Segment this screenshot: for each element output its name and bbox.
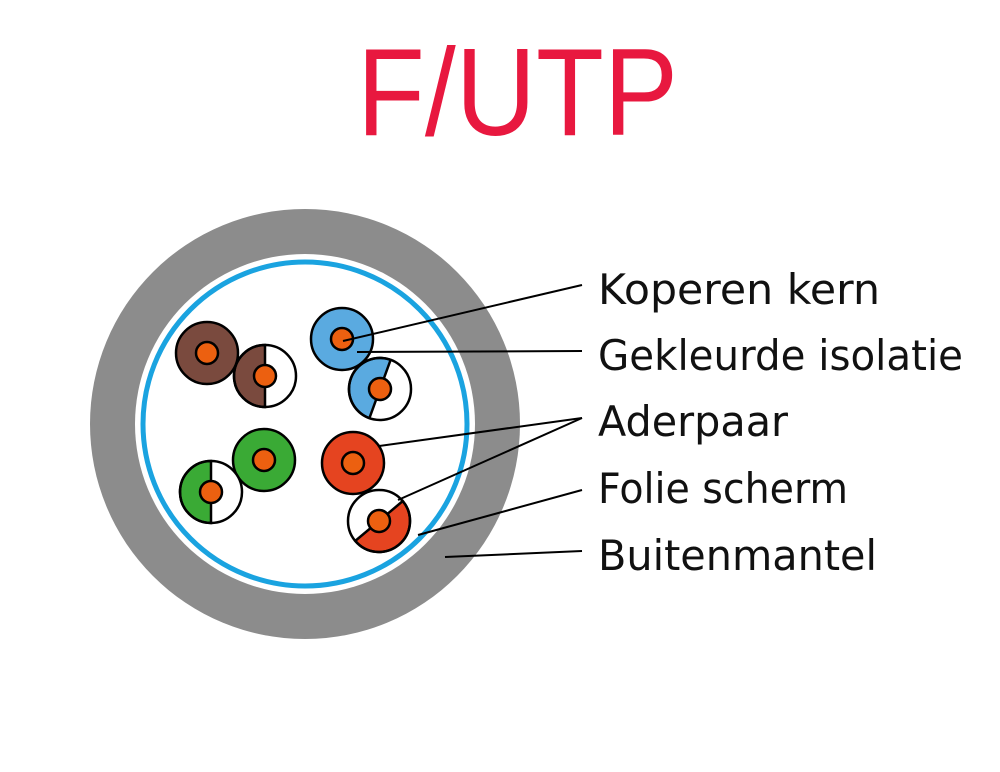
copper-core [194,340,220,366]
copper-core [251,447,277,473]
copper-core [366,508,392,534]
label-foil-shield: Folie scherm [598,464,848,513]
diagram-title: F/UTP [357,24,678,162]
insulation-outline [346,488,412,554]
conductor-green-white [178,459,244,525]
leader-wire-pair-1 [378,417,583,447]
foil-shield [140,259,470,589]
conductor-blue [309,306,375,372]
conductor-green [231,427,297,493]
leader-wire-pair-2 [397,417,583,501]
leader-colored-insulation [356,350,583,353]
label-wire-pair: Aderpaar [598,397,789,446]
conductor-brown-white [232,343,298,409]
leader-foil-shield [417,489,583,536]
insulation-outline [232,343,298,409]
leader-copper-core [342,284,583,342]
conductor-red [320,430,386,496]
insulation-outline [347,356,413,422]
leader-lines [342,284,583,558]
copper-core [252,363,278,389]
label-copper-core: Koperen kern [598,265,880,314]
conductor-brown [174,320,240,386]
conductor-red-white [346,488,412,554]
label-colored-insulation: Gekleurde isolatie [598,331,963,380]
copper-core [198,479,224,505]
copper-core [367,376,393,402]
cable-interior [135,254,475,594]
insulation-outline [178,459,244,525]
copper-core [340,450,366,476]
leader-outer-jacket [444,550,583,558]
conductor-blue-white [347,356,413,422]
label-outer-jacket: Buitenmantel [598,531,877,580]
